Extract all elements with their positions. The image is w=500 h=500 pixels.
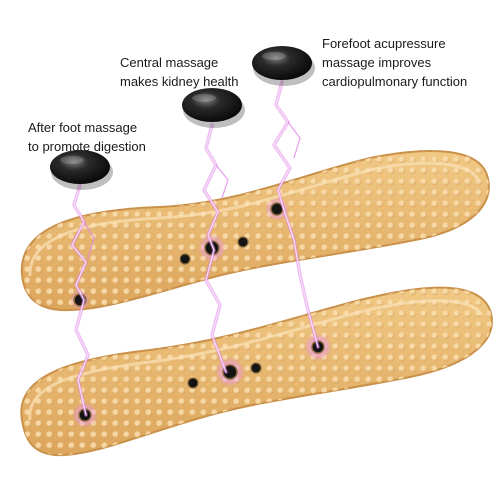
lightning-icon	[202, 123, 229, 374]
lightning-icon	[272, 80, 320, 349]
magnet-icon	[237, 236, 249, 248]
lightning-icon	[70, 183, 95, 417]
caption-forefoot: Forefoot acupressure massage improves ca…	[322, 34, 467, 91]
caption-central: Central massage makes kidney health	[120, 53, 239, 91]
caption-forefoot-line1: Forefoot acupressure	[322, 36, 446, 51]
caption-after-foot-line2: to promote digestion	[28, 139, 146, 154]
caption-central-line2: makes kidney health	[120, 74, 239, 89]
magnet-icon	[215, 357, 245, 387]
black-stone-icon	[252, 46, 315, 86]
magnet-icon	[179, 253, 191, 265]
magnet-icon	[250, 362, 262, 374]
caption-central-line1: Central massage	[120, 55, 219, 70]
black-stone-icon	[182, 88, 245, 128]
caption-after-foot: After foot massage to promote digestion	[28, 118, 146, 156]
magnet-icon	[187, 377, 199, 389]
caption-after-foot-line1: After foot massage	[28, 120, 138, 135]
caption-forefoot-line3: cardiopulmonary function	[322, 74, 468, 89]
black-stone-icon	[50, 150, 113, 190]
caption-forefoot-line2: massage improves	[322, 55, 432, 70]
